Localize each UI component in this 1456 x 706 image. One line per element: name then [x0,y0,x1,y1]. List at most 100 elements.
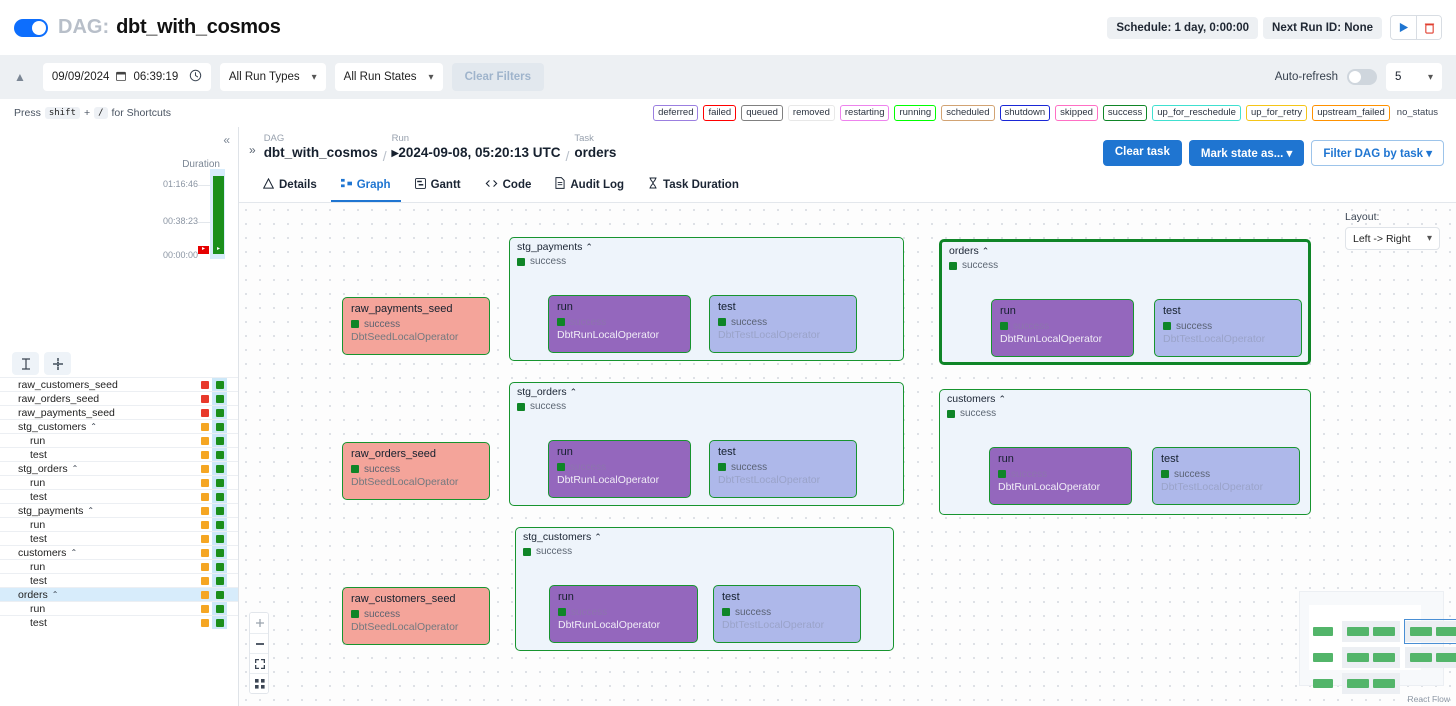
task-instance-state-square[interactable] [201,492,209,501]
task-instance-state-square[interactable] [201,576,209,585]
failed-run-bar[interactable]: ▸ [198,245,209,254]
zoom-out-icon[interactable] [250,633,268,653]
task-row[interactable]: stg_customers⌃ [0,419,238,433]
refresh-interval-select[interactable]: 5 ▾ [1386,63,1442,91]
task-instance-state-square[interactable] [201,422,209,431]
task-row[interactable]: test [0,615,238,629]
collapse-group-icon[interactable]: ⌃ [51,590,59,599]
task-instance-state-square[interactable] [216,548,224,557]
filter-dag-by-task-button[interactable]: Filter DAG by task ▾ [1311,140,1444,166]
task-row[interactable]: orders⌃ [0,587,238,601]
collapse-group-icon[interactable]: ⌃ [998,393,1006,404]
task-instance-state-square[interactable] [201,450,209,459]
breadcrumb-task[interactable]: Task orders [574,133,616,163]
zoom-in-icon[interactable] [250,613,268,633]
dag-pause-toggle[interactable] [14,18,48,37]
run-types-select[interactable]: All Run Types ▾ [219,63,326,91]
task-instance-state-square[interactable] [216,436,224,445]
collapse-group-icon[interactable]: ⌃ [87,506,95,515]
run-states-select[interactable]: All Run States ▾ [334,63,443,91]
task-instance-state-square[interactable] [216,450,224,459]
task-row[interactable]: test [0,531,238,545]
task-row[interactable]: test [0,447,238,461]
task-row[interactable]: raw_customers_seed [0,377,238,391]
collapse-group-icon[interactable]: ⌃ [70,548,78,557]
task-instance-state-square[interactable] [216,520,224,529]
breadcrumb-dag[interactable]: DAG dbt_with_cosmos [264,133,378,163]
task-instance-state-square[interactable] [216,422,224,431]
task-instance-state-square[interactable] [216,506,224,515]
task-instance-state-square[interactable] [216,618,224,627]
task-instance-state-square[interactable] [216,464,224,473]
minimap-viewport[interactable] [1404,619,1456,644]
collapse-group-icon[interactable]: ⌃ [90,422,97,431]
collapse-group-icon[interactable]: ⌃ [594,531,602,542]
collapse-sidebar-icon[interactable]: « [223,133,230,147]
task-row[interactable]: run [0,433,238,447]
task-instance-state-square[interactable] [216,562,224,571]
expand-sidebar-icon[interactable]: » [249,143,256,157]
graph-canvas[interactable]: Layout: Left -> Right ▾ raw_payments_see… [239,203,1456,706]
tab-graph[interactable]: Graph [330,173,401,202]
tab-code[interactable]: Code [475,173,542,202]
task-instance-state-square[interactable] [201,590,209,599]
task-instance-state-square[interactable] [201,408,209,417]
task-instance-state-square[interactable] [216,408,224,417]
task-row[interactable]: test [0,573,238,587]
task-instance-state-square[interactable] [216,492,224,501]
auto-refresh-toggle[interactable] [1347,69,1377,85]
task-row[interactable]: run [0,475,238,489]
task-row[interactable]: test [0,489,238,503]
task-row[interactable]: customers⌃ [0,545,238,559]
task-instance-state-square[interactable] [216,590,224,599]
task-row[interactable]: run [0,559,238,573]
task-instance-state-square[interactable] [216,380,224,389]
task-instance-state-square[interactable] [201,478,209,487]
task-instance-state-square[interactable] [216,394,224,403]
task-instance-state-square[interactable] [201,436,209,445]
delete-dag-button[interactable] [1416,16,1441,39]
center-divide-icon[interactable] [44,352,71,375]
tab-audit-log[interactable]: Audit Log [545,172,634,202]
task-row[interactable]: raw_payments_seed [0,405,238,419]
task-instance-state-square[interactable] [216,534,224,543]
task-instance-state-square[interactable] [201,464,209,473]
task-instance-state-square[interactable] [201,380,209,389]
task-instance-state-square[interactable] [201,548,209,557]
layout-select[interactable]: Left -> Right ▾ [1345,227,1440,250]
collapse-group-icon[interactable]: ⌃ [71,464,79,473]
task-instance-state-square[interactable] [216,478,224,487]
task-instance-state-square[interactable] [201,562,209,571]
tab-details[interactable]: Details [253,173,327,202]
task-instance-state-square[interactable] [216,604,224,613]
task-instance-state-square[interactable] [201,506,209,515]
tab-task-duration[interactable]: Task Duration [638,172,749,202]
collapse-group-icon[interactable]: ⌃ [981,245,990,256]
collapse-group-icon[interactable]: ⌃ [569,386,578,397]
task-instance-state-square[interactable] [216,576,224,585]
task-row[interactable]: stg_orders⌃ [0,461,238,475]
clear-filters-button[interactable]: Clear Filters [451,63,545,91]
run-datetime-field[interactable]: 09/09/2024 06:39:19 [42,63,211,91]
task-instance-state-square[interactable] [201,520,209,529]
task-row[interactable]: raw_orders_seed [0,391,238,405]
success-run-bar[interactable]: ▸ [213,176,224,254]
task-instance-state-square[interactable] [201,394,209,403]
tab-gantt[interactable]: Gantt [405,173,471,202]
trigger-dag-button[interactable] [1391,16,1416,39]
collapse-group-icon[interactable]: ⌃ [585,241,593,252]
graph-minimap[interactable] [1299,591,1456,694]
